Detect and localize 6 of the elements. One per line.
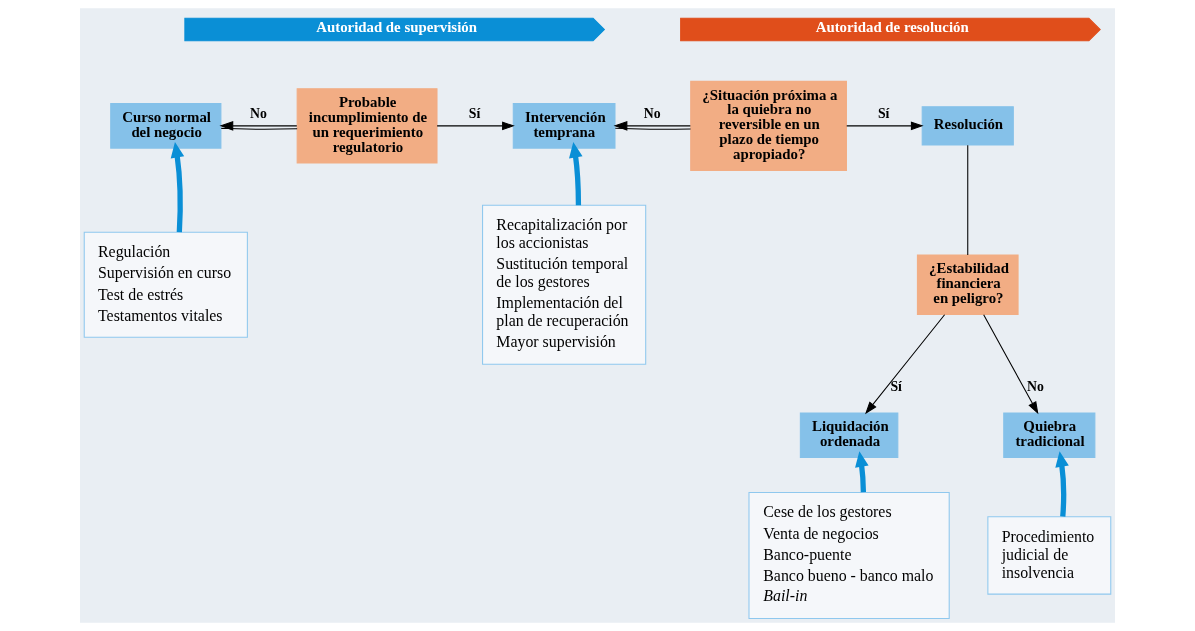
edge-label: Sí	[468, 105, 481, 121]
edge-label: Sí	[877, 105, 890, 121]
edge-label: No	[1027, 379, 1044, 395]
edge-label: No	[250, 105, 267, 121]
edge-label: No	[643, 105, 661, 121]
edge-label: Sí	[890, 379, 902, 395]
